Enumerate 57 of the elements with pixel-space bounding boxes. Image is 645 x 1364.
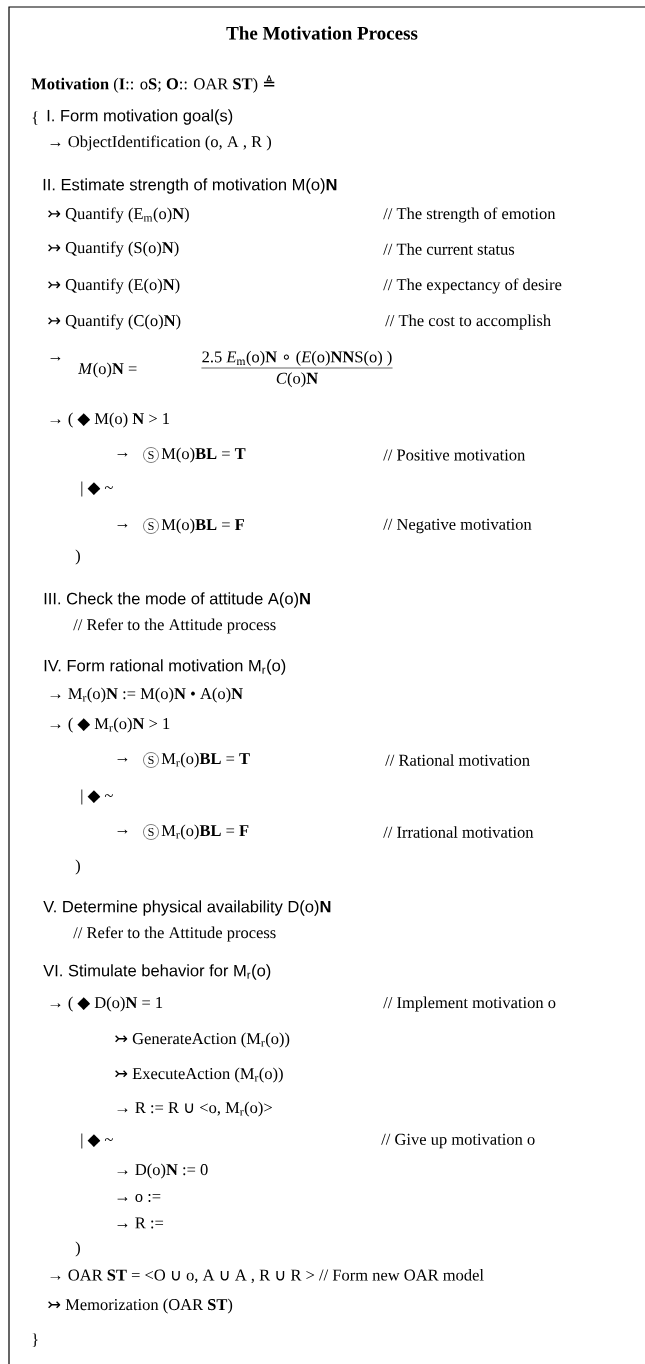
code-line: → — [117, 757, 128, 762]
title: The Motivation Process — [226, 26, 418, 40]
code-line: → — [117, 523, 128, 528]
code-line: | ◆ ~ — [81, 1133, 113, 1149]
code-comment: // Refer to the Attitude process — [73, 926, 276, 942]
bracket-symbol: ) — [75, 1241, 80, 1257]
step-heading: II. Estimate strength of motivation M(o)N — [43, 178, 337, 194]
code-line: ↣ Quantify (S(o)N) — [48, 241, 179, 257]
code-line: → OAR ST = <O ∪ o, A ∪ A , R ∪ R > // Form new OAR model — [50, 1269, 484, 1283]
code-comment: // The current status — [383, 243, 515, 255]
code-line: → ObjectIdentification (o, A , R ) — [50, 135, 271, 151]
code-comment: // The strength of emotion — [383, 207, 556, 223]
fraction-numerator: 2.5 E$_{m}$(o)N ∘ (E(o)NNS(o) ) — [202, 350, 392, 366]
code-line: → o := — [117, 1194, 161, 1202]
code-line: → — [117, 829, 128, 834]
code-comment: // Positive motivation — [383, 449, 526, 461]
bracket-symbol: { — [32, 111, 38, 125]
code-line: → ( ◆ D(o)N = 1 — [50, 996, 163, 1012]
code-comment: // Rational motivation — [385, 754, 530, 766]
code-line: Motivation (I:: oS; O:: OAR ST) ≜ — [31, 75, 275, 93]
code-comment: // The expectancy of desire — [383, 278, 562, 294]
code-line: ↣ ExecuteAction (M$_{r}$(o)) — [115, 1067, 283, 1083]
bracket-symbol: ) — [75, 549, 80, 565]
formula-text: M(o)N = — [78, 362, 137, 378]
code-line: ↣ Quantify (E(o)N) — [48, 278, 180, 294]
code-line: → ( ◆ M$_{r}$(o)N > 1 — [50, 717, 170, 733]
code-line: | ◆ ~ — [81, 789, 113, 805]
circled-letter: S — [143, 752, 159, 768]
code-comment: // Refer to the Attitude process — [73, 618, 276, 634]
code-line: ↣ Quantify (E$_{m}$(o)N) — [48, 207, 189, 223]
step-heading: I. Form motivation goal(s) — [47, 109, 233, 125]
code-comment: // The cost to accomplish — [385, 314, 551, 330]
code-line: ↣ Memorization (OAR ST) — [48, 1298, 233, 1314]
circled-letter: S — [143, 447, 159, 463]
step-heading: III. Check the mode of attitude A(o)N — [44, 592, 310, 608]
step-heading: VI. Stimulate behavior for M$_{r}$(o) — [43, 964, 271, 980]
code-line: → D(o)N := 0 — [117, 1163, 208, 1179]
code-comment: // Irrational motivation — [383, 826, 534, 838]
code-line: ↣ Quantify (C(o)N) — [48, 314, 181, 330]
code-line: M$_{r}$(o)BL = T — [161, 752, 250, 768]
code-line: | ◆ ~ — [81, 481, 113, 497]
code-comment: // Give up motivation o — [381, 1133, 535, 1149]
circled-letter: S — [143, 518, 159, 534]
code-line: M(o)BL = T — [161, 447, 246, 463]
code-comment: // Implement motivation o — [383, 996, 556, 1012]
code-line: → R := R ∪ <o, M$_{r}$(o)> — [117, 1101, 272, 1117]
code-comment: // Negative motivation — [383, 518, 532, 534]
step-heading: V. Determine physical availability D(o)N — [43, 900, 331, 916]
code-line: → — [117, 452, 128, 457]
code-line: → R := — [117, 1217, 164, 1229]
code-line: ↣ GenerateAction (M$_{r}$(o)) — [115, 1032, 290, 1048]
bracket-symbol: } — [32, 1333, 38, 1347]
code-line: → — [50, 356, 61, 361]
bracket-symbol: ) — [75, 859, 80, 875]
circled-letter: S — [143, 824, 159, 840]
step-heading: IV. Form rational motivation M$_{r}$(o) — [44, 659, 286, 675]
fraction-denominator: C(o)N — [276, 372, 318, 388]
